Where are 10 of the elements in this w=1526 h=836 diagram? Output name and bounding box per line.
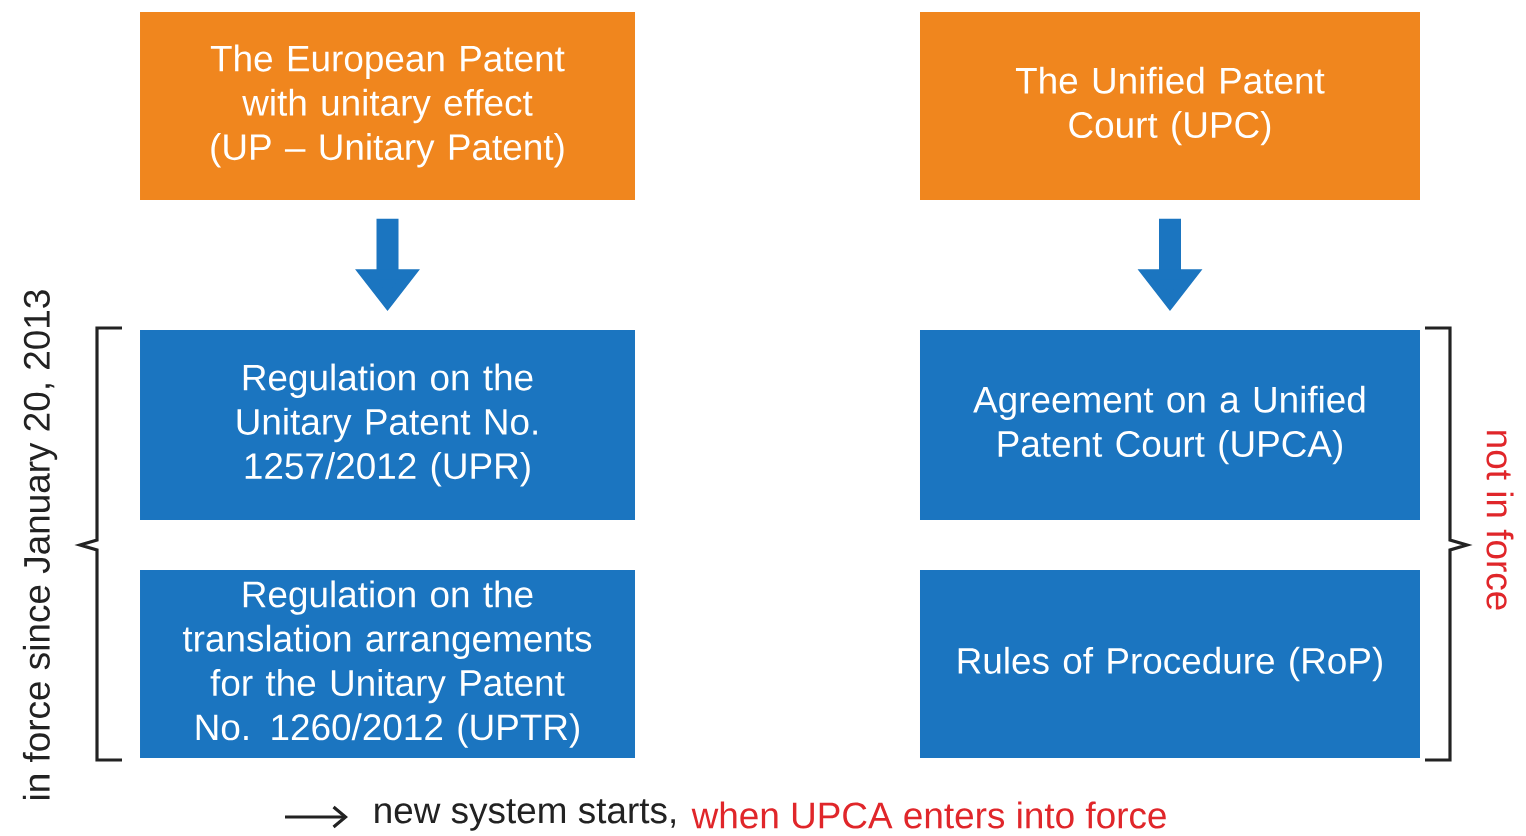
document-box: Regulation on the translation arrangements for the Unitary Patent No. 1260/2012 (UPTR) bbox=[140, 570, 635, 758]
footnote: when UPCA enters into force bbox=[691, 801, 1166, 829]
side-note: not in force bbox=[1486, 431, 1514, 610]
title-box: The European Patent with unitary effect (UP – Unitary Patent) bbox=[140, 12, 635, 200]
footnote: new system starts, bbox=[375, 799, 675, 831]
title-box: The Unified Patent Court (UPC) bbox=[920, 12, 1420, 200]
document-box: Agreement on a Unified Patent Court (UPCA) bbox=[920, 330, 1420, 520]
document-box: Rules of Procedure (RoP) bbox=[920, 570, 1420, 758]
side-note: in force since January 20, 2013 bbox=[22, 290, 58, 799]
document-box: Regulation on the Unitary Patent No. 1257/2012 (UPR) bbox=[140, 330, 635, 520]
